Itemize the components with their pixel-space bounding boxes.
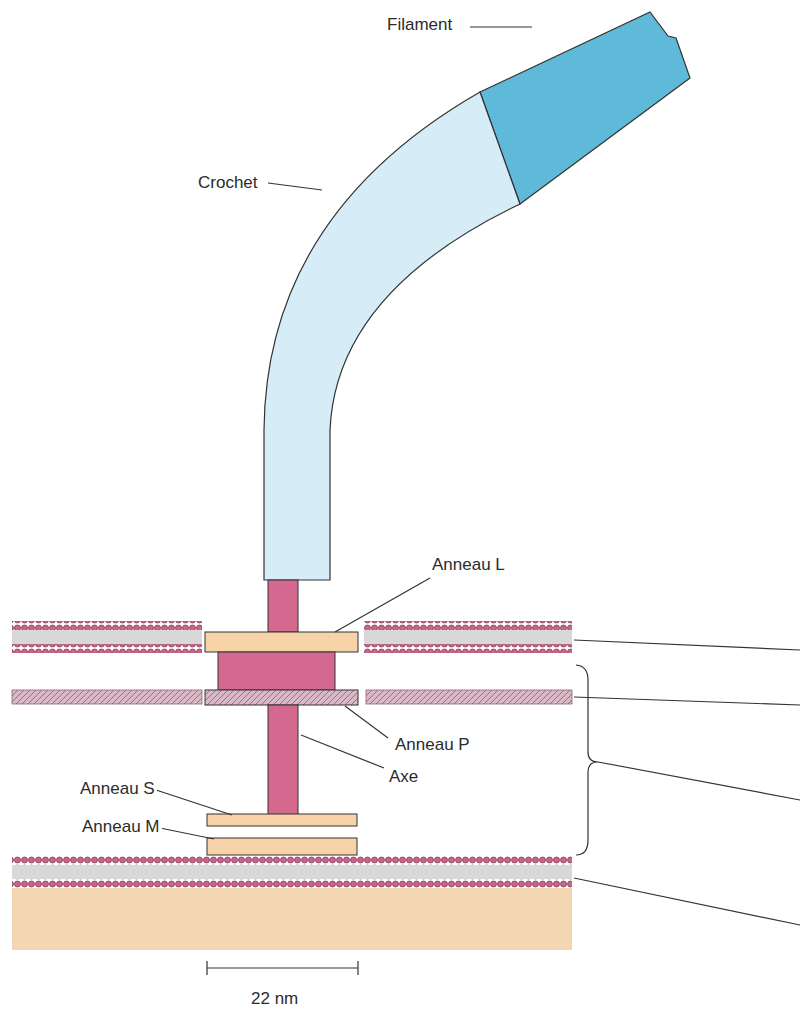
l-ring <box>205 632 358 652</box>
p-ring <box>205 690 358 705</box>
leader-lines <box>156 27 800 975</box>
axis-rod <box>268 705 298 823</box>
part-label: Anneau S <box>78 780 157 799</box>
s-ring <box>207 814 357 826</box>
peptidoglycan-layer <box>12 690 572 704</box>
m-ring <box>207 838 357 855</box>
part-label: Anneau L <box>430 556 507 575</box>
hook <box>264 92 520 580</box>
part-label: Anneau M <box>80 818 162 837</box>
part-label: Crochet <box>196 174 260 193</box>
part-label: Anneau P <box>393 736 472 755</box>
part-label: Axe <box>387 768 420 787</box>
part-label: Filament <box>385 16 454 35</box>
rod <box>268 580 298 632</box>
filament <box>480 12 690 204</box>
rod-block <box>218 652 335 690</box>
inner-membrane <box>12 856 572 950</box>
dimension-label: 22 nm <box>249 990 300 1009</box>
